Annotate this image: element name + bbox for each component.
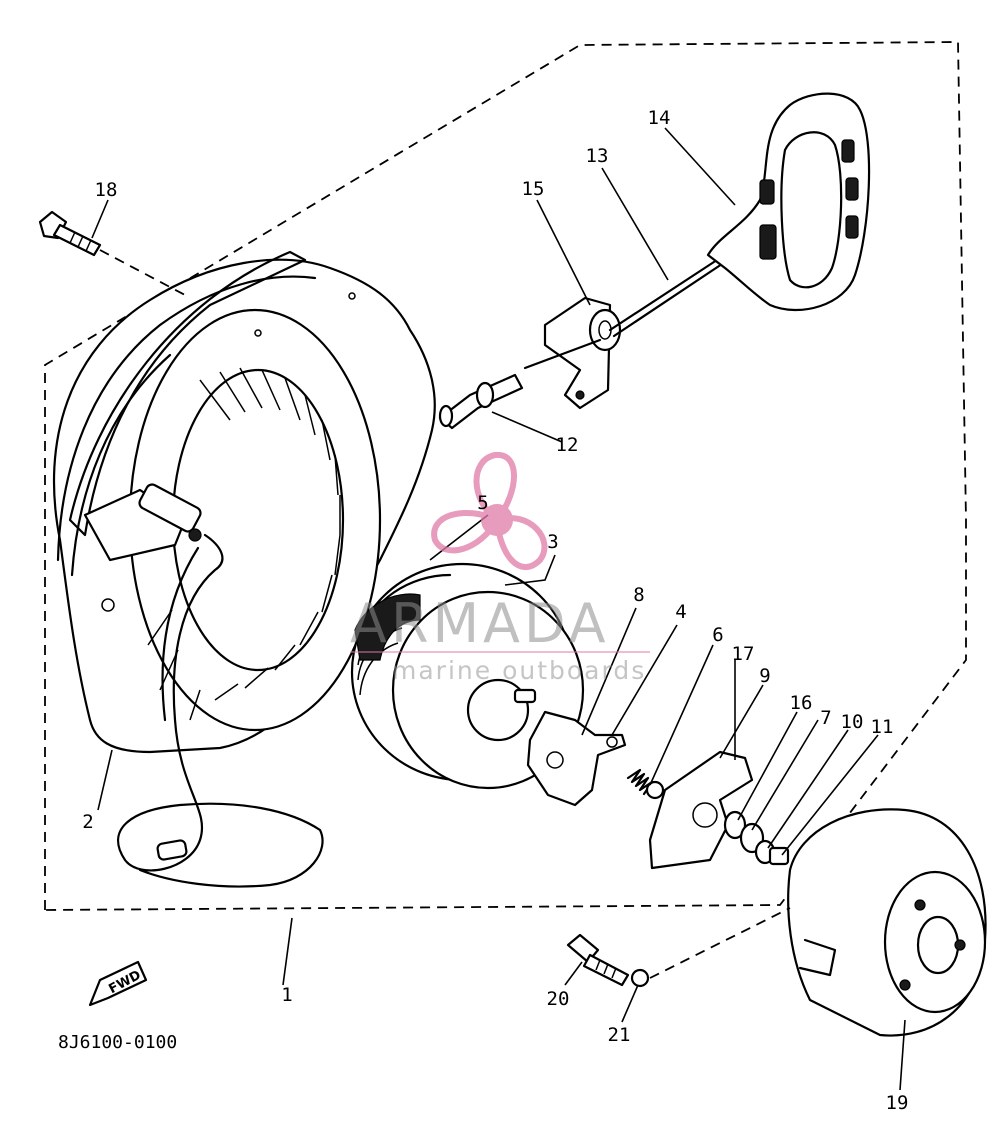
callout-1: 1 xyxy=(281,984,293,1006)
callout-3: 3 xyxy=(547,531,559,553)
guide-bushing xyxy=(438,373,524,430)
rope-guide-bracket xyxy=(543,296,622,410)
starter-cord xyxy=(608,256,722,332)
callout-21: 21 xyxy=(607,1024,631,1046)
callout-11: 11 xyxy=(870,716,894,738)
rope-clip xyxy=(156,839,188,861)
callout-5: 5 xyxy=(477,492,489,514)
callout-8: 8 xyxy=(633,584,645,606)
callout-17: 17 xyxy=(731,643,755,665)
fwd-arrow-icon xyxy=(88,960,148,1007)
watermark-brand: ARMADA xyxy=(350,592,610,655)
washer-16 xyxy=(723,810,747,840)
leader-lines xyxy=(91,127,906,1091)
callout-9: 9 xyxy=(759,665,771,687)
callout-10: 10 xyxy=(840,711,864,733)
callout-14: 14 xyxy=(647,107,671,129)
callout-13: 13 xyxy=(585,145,609,167)
washer-21 xyxy=(630,968,650,988)
callout-12: 12 xyxy=(555,434,579,456)
callout-6: 6 xyxy=(712,624,724,646)
starter-housing xyxy=(52,250,436,754)
callout-7: 7 xyxy=(820,707,832,729)
callout-20: 20 xyxy=(546,988,570,1010)
callout-16: 16 xyxy=(789,692,813,714)
callout-19: 19 xyxy=(885,1092,909,1114)
drive-plate xyxy=(648,750,754,870)
figure-code: 8J6100-0100 xyxy=(58,1032,178,1053)
starter-handle xyxy=(706,92,871,312)
callout-2: 2 xyxy=(82,811,94,833)
callout-18: 18 xyxy=(94,179,118,201)
starter-rope xyxy=(117,533,324,888)
ratchet-pawl xyxy=(526,710,627,807)
watermark-subtitle: marine outboards xyxy=(392,656,647,685)
callout-15: 15 xyxy=(521,178,545,200)
bolt-18 xyxy=(38,210,102,257)
bolt-20 xyxy=(566,933,630,987)
bracket-pin xyxy=(523,338,602,370)
drive-cup xyxy=(787,808,987,1037)
armada-logo-icon xyxy=(431,451,548,570)
callout-4: 4 xyxy=(675,601,687,623)
spring-cap xyxy=(645,780,665,800)
